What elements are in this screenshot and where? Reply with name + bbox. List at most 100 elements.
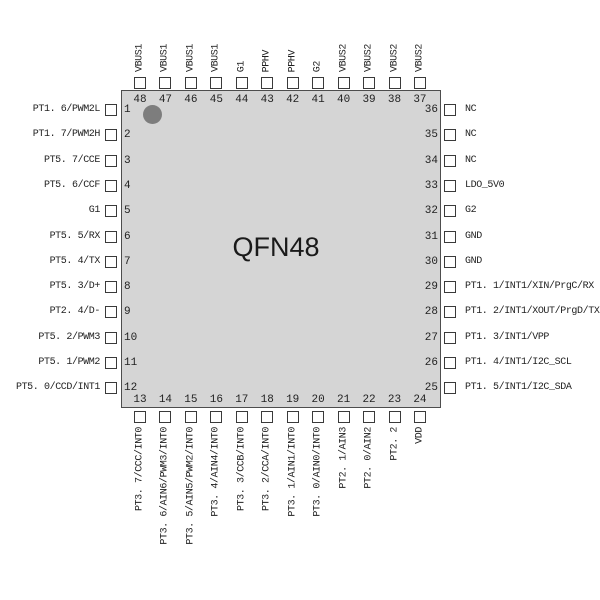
pin-number: 6 <box>124 230 131 243</box>
pin-number: 41 <box>311 94 325 106</box>
pin-number: 7 <box>124 255 131 268</box>
pin-number: 20 <box>311 394 325 406</box>
pin-number: 14 <box>158 394 173 406</box>
pin-label: PT3. 3/CCB/INT0 <box>236 427 248 512</box>
pin-number: 11 <box>124 357 138 369</box>
pin-number: 23 <box>387 394 402 406</box>
pin-label: VBUS1 <box>159 43 171 72</box>
pin-pad <box>444 255 456 268</box>
pin-pad <box>444 281 456 294</box>
pin-label: PT2. 0/AIN2 <box>363 427 375 489</box>
pin-pad <box>444 230 456 243</box>
pin-number: 25 <box>424 382 438 395</box>
pin-pad <box>105 357 117 369</box>
pin-label: PT1. 6/PWM2L <box>32 104 101 115</box>
pin-label: PT5. 2/PWM3 <box>38 331 100 343</box>
pin-pad <box>105 230 117 243</box>
pin-number: 37 <box>413 94 427 106</box>
pin-pad <box>444 104 456 116</box>
pin-pad <box>444 331 456 344</box>
pin-label: G1 <box>88 205 101 217</box>
pin-pad <box>235 77 248 89</box>
pin-number: 24 <box>413 394 427 406</box>
pin-label: PT1. 1/INT1/XIN/PrgC/RX <box>465 281 594 293</box>
pin-pad <box>210 411 223 423</box>
pin-number: 38 <box>387 94 402 106</box>
pin-pad <box>444 179 456 192</box>
pin-label: VBUS1 <box>210 43 222 72</box>
pin-number: 13 <box>133 394 147 406</box>
pin-number: 3 <box>124 154 131 167</box>
pin-label: PT5. 4/TX <box>49 255 101 267</box>
pin-label: VBUS2 <box>389 43 400 72</box>
pin-pad <box>286 77 299 89</box>
pin-pad <box>413 411 426 423</box>
pin-pad <box>105 306 117 319</box>
pin-label: VDD <box>414 427 426 444</box>
pin-pad <box>184 411 197 423</box>
pin-label: PT1. 4/INT1/I2C_SCL <box>465 357 572 368</box>
pin-number: 43 <box>260 94 274 106</box>
pin-number: 35 <box>424 129 438 142</box>
pin-number: 39 <box>362 94 376 106</box>
pin-label: PT2. 1/AIN3 <box>338 427 350 489</box>
pin-number: 18 <box>260 394 274 406</box>
pin-pad <box>261 411 274 423</box>
pin-label: VBUS1 <box>134 43 146 72</box>
pin-pad <box>105 281 117 294</box>
pin-number: 22 <box>362 394 376 406</box>
pin-pad <box>337 411 350 423</box>
pin-pad <box>312 77 325 89</box>
pin-label: NC <box>465 104 477 115</box>
pin-number: 44 <box>235 94 249 106</box>
pin-pad <box>105 331 117 344</box>
pin-pad <box>388 77 401 89</box>
pin-pad <box>105 104 117 116</box>
pin-pad <box>184 77 197 89</box>
pin-number: 10 <box>124 331 138 344</box>
pin-pad <box>235 411 248 423</box>
pin-number: 42 <box>286 94 300 106</box>
pin-label: VBUS2 <box>414 43 426 72</box>
pin-label: PT5. 0/CCD/INT1 <box>15 382 100 394</box>
pin-label: LDO_5V0 <box>465 179 505 191</box>
pin-number: 30 <box>424 255 438 268</box>
pin-label: PT3. 2/CCA/INT0 <box>261 427 273 512</box>
pin-number: 16 <box>209 394 223 406</box>
pin-number: 46 <box>184 94 198 106</box>
pin-number: 4 <box>124 179 131 192</box>
pin-pad <box>337 77 350 89</box>
pin-pad <box>159 411 172 423</box>
pin-number: 31 <box>424 230 438 243</box>
pin-label: G2 <box>465 205 477 217</box>
pin-label: NC <box>465 154 477 166</box>
pin-label: VBUS2 <box>338 43 350 72</box>
pin-label: PT3. 5/AIN5/PWM2/INT0 <box>185 427 197 545</box>
pin-pad <box>105 179 117 192</box>
pin-pad <box>413 77 426 89</box>
pin-pad <box>134 411 146 423</box>
pin-label: PT3. 7/CCC/INT0 <box>134 427 146 512</box>
pin-number: 28 <box>424 306 438 319</box>
pin-label: PT2. 4/D- <box>49 306 101 318</box>
pin-number: 1 <box>124 104 131 116</box>
pin-label: PT5. 3/D+ <box>49 281 101 293</box>
chip-body: QFN48 <box>121 90 441 408</box>
pin-pad <box>105 205 117 218</box>
pin-label: PT1. 2/INT1/XOUT/PrgD/TX <box>465 306 600 318</box>
pin-label: PT2. 2 <box>389 427 400 461</box>
pin-label: PPHV <box>287 49 299 72</box>
pin-label: PT3. 6/AIN6/PWM3/INT0 <box>159 427 171 545</box>
pin-label: PT3. 0/AIN0/INT0 <box>312 427 324 517</box>
pin-number: 47 <box>158 94 173 106</box>
pin-number: 32 <box>424 205 438 218</box>
pin-pad <box>444 382 456 395</box>
pin-number: 9 <box>124 306 131 319</box>
pin-pad <box>261 77 274 89</box>
pin-number: 33 <box>424 179 438 192</box>
pin-number: 15 <box>184 394 198 406</box>
pin-number: 2 <box>124 129 131 142</box>
pin-pad <box>444 129 456 142</box>
pin-pad <box>444 306 456 319</box>
